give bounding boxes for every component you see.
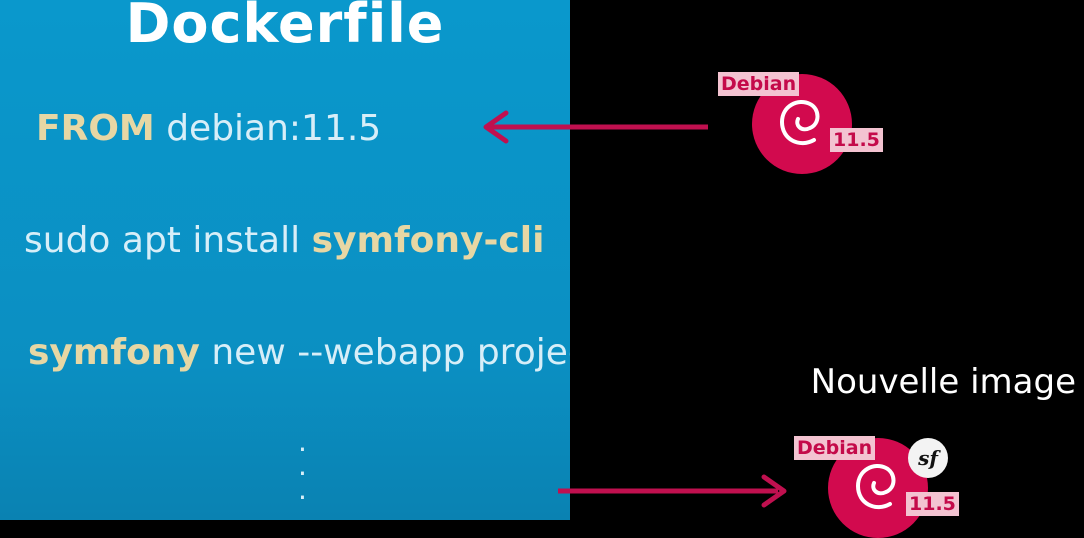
- new-debian-label: Debian: [794, 436, 876, 460]
- symfony-keyword: symfony: [28, 332, 200, 373]
- debian-swirl-icon: [752, 74, 852, 174]
- base-version-label: 11.5: [830, 128, 883, 152]
- arrow-to-dockerfile: [483, 110, 708, 144]
- line-symfony-new: symfony new --webapp project: [28, 332, 602, 373]
- ellipsis: ···: [298, 433, 307, 514]
- new-image-caption: Nouvelle image: [810, 362, 1076, 402]
- line-apt-install: sudo apt install symfony-cli: [24, 220, 544, 261]
- line-from: FROM debian:11.5: [36, 108, 381, 149]
- base-debian-label: Debian: [718, 72, 800, 96]
- dockerfile-title: Dockerfile: [125, 0, 445, 55]
- arrow-to-new-image: [558, 474, 787, 508]
- debian-swirl-icon: [828, 438, 928, 538]
- dockerfile-panel: Dockerfile FROM debian:11.5 sudo apt ins…: [0, 0, 602, 520]
- new-version-label: 11.5: [906, 492, 959, 516]
- from-keyword: FROM: [36, 108, 155, 149]
- apt-command: sudo apt install: [24, 220, 312, 261]
- apt-package: symfony-cli: [311, 220, 545, 261]
- symfony-logo-icon: sf: [908, 438, 948, 478]
- symfony-logo-text: sf: [918, 446, 938, 470]
- from-image: debian:11.5: [154, 108, 382, 149]
- symfony-args: new --webapp project: [199, 332, 602, 373]
